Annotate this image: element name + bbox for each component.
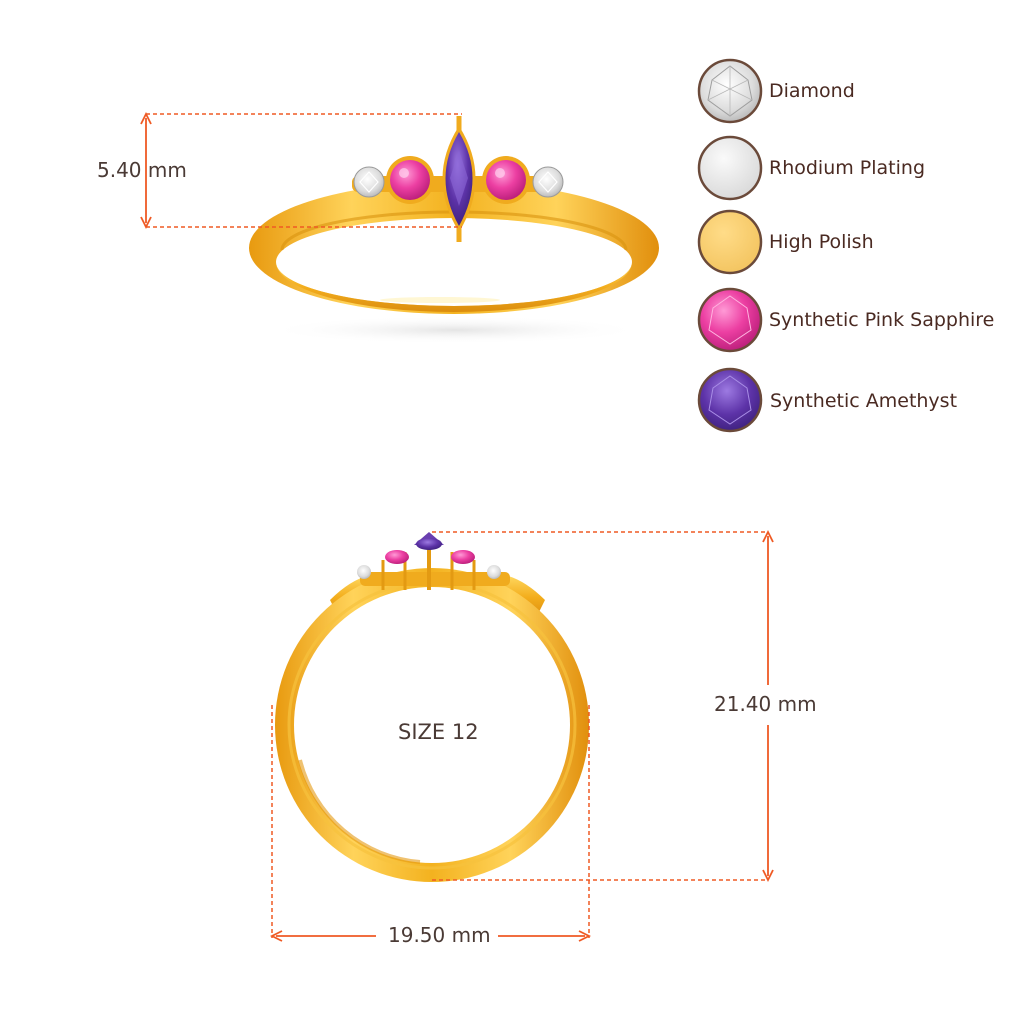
side-diamond-left <box>357 565 371 579</box>
legend-label-amethyst: Synthetic Amethyst <box>770 390 958 412</box>
pink-sapphire-stone-left <box>386 156 434 204</box>
pink-sapphire-stone-right <box>482 156 530 204</box>
height-label-top: 5.40 mm <box>97 158 187 182</box>
amethyst-swatch-icon <box>697 367 763 433</box>
ring-side-view <box>275 532 589 882</box>
amethyst-stone-marquise <box>442 116 476 242</box>
width-dimension <box>269 705 592 942</box>
legend-swatches <box>697 58 763 433</box>
rhodium-swatch-icon <box>697 135 763 201</box>
height-label-side: 21.40 mm <box>714 692 817 716</box>
side-diamond-right <box>487 565 501 579</box>
side-pink-left <box>385 550 409 564</box>
legend-label-diamond: Diamond <box>769 80 855 102</box>
high-polish-swatch-icon <box>697 209 763 275</box>
side-pink-right <box>451 550 475 564</box>
ring-size-label: SIZE 12 <box>398 720 479 744</box>
legend-label-rhodium-plating: Rhodium Plating <box>769 157 926 179</box>
ring-top-view <box>249 116 659 344</box>
diamond-swatch-icon <box>697 58 763 124</box>
pink-sapphire-swatch-icon <box>697 287 763 353</box>
height-dimension-side <box>432 529 774 883</box>
side-amethyst <box>414 532 444 550</box>
diamond-stone-right <box>532 166 564 198</box>
width-label: 19.50 mm <box>388 923 491 947</box>
legend-label-pink-sapphire: Synthetic Pink Sapphire <box>769 309 995 331</box>
legend-label-high-polish: High Polish <box>769 231 874 253</box>
diamond-stone-left <box>353 166 385 198</box>
height-dimension-top <box>140 111 462 230</box>
